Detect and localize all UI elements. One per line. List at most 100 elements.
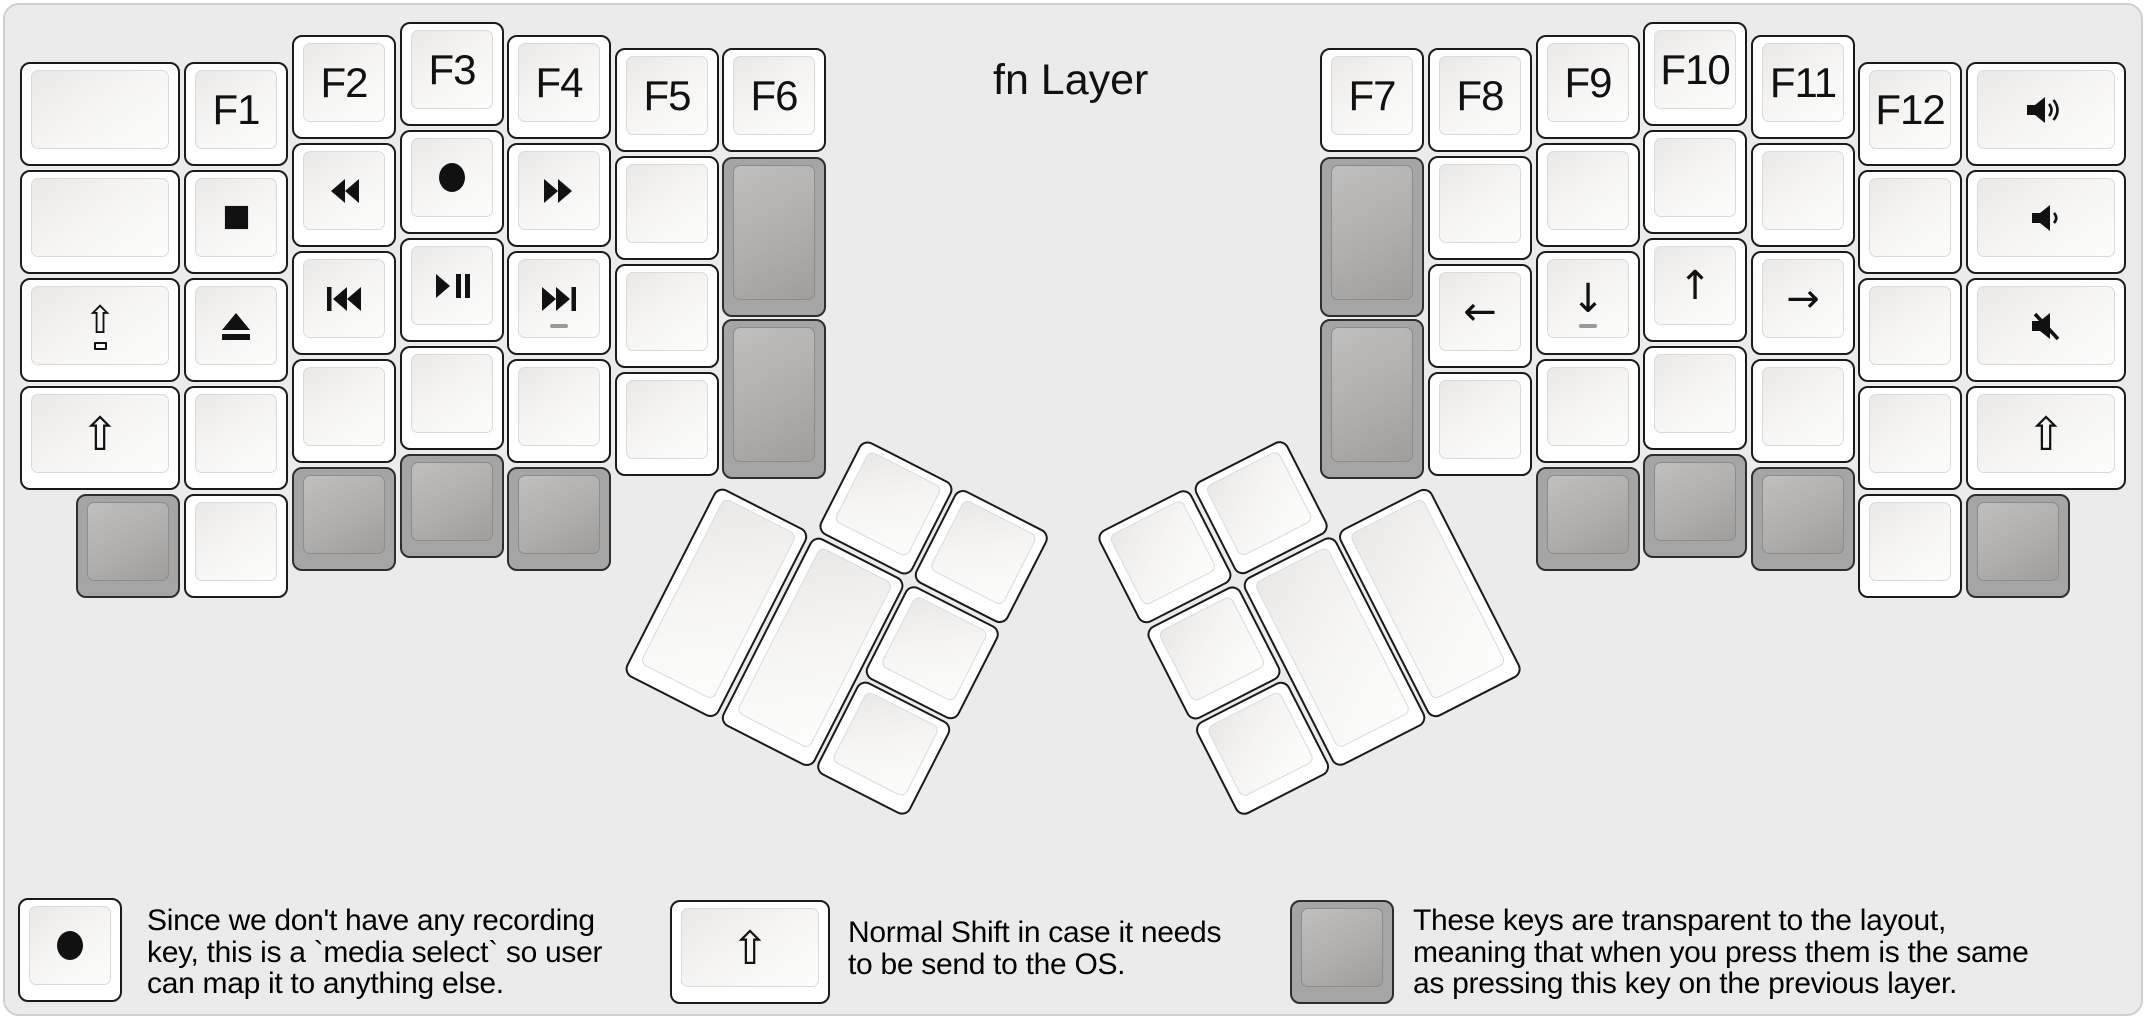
keycap: [1869, 178, 1951, 257]
keycap: [1547, 151, 1629, 230]
key-blank-r12-5[interactable]: [1858, 494, 1962, 598]
key-blank-r8-2[interactable]: [1428, 156, 1532, 260]
keycap: ⇧: [31, 394, 169, 473]
key-fast-forward[interactable]: [507, 143, 611, 247]
key-transparent-r7-2[interactable]: [1320, 157, 1424, 317]
legend-line: key, this is a `media select` so user: [147, 935, 603, 969]
key-f9[interactable]: F9: [1536, 35, 1640, 139]
key-blank-r9-2[interactable]: [1536, 143, 1640, 247]
key-rewind[interactable]: [292, 143, 396, 247]
key-f1[interactable]: F1: [184, 62, 288, 166]
keycap: [31, 70, 169, 149]
keycap: [626, 272, 708, 351]
keycap: [1977, 286, 2115, 365]
key-transparent-l4-5[interactable]: [507, 467, 611, 571]
keycap: [928, 498, 1038, 607]
key-transparent-left-bottom[interactable]: [76, 494, 180, 598]
keycap: [1869, 394, 1951, 473]
key-f7[interactable]: F7: [1320, 48, 1424, 152]
key-arrow-down[interactable]: ↓: [1536, 251, 1640, 355]
keycap: F12: [1869, 70, 1951, 149]
key-arrow-right[interactable]: →: [1751, 251, 1855, 355]
vol-up-icon: [2023, 94, 2069, 126]
keycap: [1204, 450, 1314, 558]
next-track-icon: [537, 284, 581, 314]
shift-icon: ⇧: [2026, 406, 2066, 461]
key-arrow-left[interactable]: ←: [1428, 264, 1532, 368]
arrow-right-icon: →: [1786, 275, 1820, 322]
key-blank-r12-2[interactable]: [1858, 170, 1962, 274]
keycap: [303, 367, 385, 446]
key-transparent-l3-5[interactable]: [400, 454, 504, 558]
key-record[interactable]: [400, 130, 504, 234]
keycap: F11: [1762, 43, 1844, 122]
key-f3[interactable]: F3: [400, 22, 504, 126]
key-blank-l5-4[interactable]: [615, 372, 719, 476]
key-blank-r11-2[interactable]: [1751, 143, 1855, 247]
keycap: [833, 449, 943, 558]
key-blank-r10-2[interactable]: [1643, 130, 1747, 234]
key-transparent-l6-2[interactable]: [722, 157, 826, 317]
key-play-pause[interactable]: [400, 238, 504, 342]
key-eject[interactable]: [184, 278, 288, 382]
key-shift-left[interactable]: ⇧: [20, 386, 180, 490]
key-label: F11: [1769, 58, 1837, 106]
key-transparent-l2-5[interactable]: [292, 467, 396, 571]
key-blank-l5-2[interactable]: [615, 156, 719, 260]
key-transparent-r11-5[interactable]: [1751, 467, 1855, 571]
key-blank-r9-4[interactable]: [1536, 359, 1640, 463]
key-f11[interactable]: F11: [1751, 35, 1855, 139]
key-shift-right[interactable]: ⇧: [1966, 386, 2126, 490]
keycap: [411, 138, 493, 217]
key-transparent-l6-3[interactable]: [722, 319, 826, 479]
key-transparent-right-bottom[interactable]: [1966, 494, 2070, 598]
key-blank-r8-4[interactable]: [1428, 372, 1532, 476]
key-blank-r12-4[interactable]: [1858, 386, 1962, 490]
key-prev-track[interactable]: [292, 251, 396, 355]
key-caps-lock[interactable]: ⇧: [20, 278, 180, 382]
keycap: [1654, 138, 1736, 217]
key-transparent-r10-5[interactable]: [1643, 454, 1747, 558]
keycap: F10: [1654, 30, 1736, 109]
key-f5[interactable]: F5: [615, 48, 719, 152]
key-blank-l1-4[interactable]: [184, 386, 288, 490]
key-blank-r10-4[interactable]: [1643, 346, 1747, 450]
keycap: F3: [411, 30, 493, 109]
key-f4[interactable]: F4: [507, 35, 611, 139]
key-f6[interactable]: F6: [722, 48, 826, 152]
key-blank-r12-3[interactable]: [1858, 278, 1962, 382]
key-volume-up[interactable]: [1966, 62, 2126, 166]
keycap: [29, 906, 111, 985]
key-volume-down[interactable]: [1966, 170, 2126, 274]
keycap: [1977, 178, 2115, 257]
stop-icon: [223, 204, 250, 231]
key-blank-l4-4[interactable]: [507, 359, 611, 463]
legend-line: can map it to anything else.: [147, 967, 504, 1000]
keycap: [411, 354, 493, 433]
key-blank-r11-4[interactable]: [1751, 359, 1855, 463]
key-f10[interactable]: F10: [1643, 22, 1747, 126]
key-transparent-r9-5[interactable]: [1536, 467, 1640, 571]
key-transparent-r7-3[interactable]: [1320, 319, 1424, 479]
key-blank-left-outer-1[interactable]: [20, 62, 180, 166]
keycap: [518, 475, 600, 554]
key-next-track[interactable]: [507, 251, 611, 355]
key-blank-left-outer-2[interactable]: [20, 170, 180, 274]
key-stop[interactable]: [184, 170, 288, 274]
key-blank-l3-4[interactable]: [400, 346, 504, 450]
key-blank-l2-4[interactable]: [292, 359, 396, 463]
keycap: [1547, 367, 1629, 446]
keycap: F4: [518, 43, 600, 122]
shift-icon: ⇧: [730, 920, 770, 975]
key-arrow-up[interactable]: ↑: [1643, 238, 1747, 342]
key-f2[interactable]: F2: [292, 35, 396, 139]
key-f12[interactable]: F12: [1858, 62, 1962, 166]
caps-lock-icon: ⇧: [84, 301, 116, 350]
key-mute[interactable]: [1966, 278, 2126, 382]
keycap: [1977, 502, 2059, 581]
keycap: [733, 327, 815, 462]
key-blank-l5-3[interactable]: [615, 264, 719, 368]
key-blank-l1-5[interactable]: [184, 494, 288, 598]
key-f8[interactable]: F8: [1428, 48, 1532, 152]
